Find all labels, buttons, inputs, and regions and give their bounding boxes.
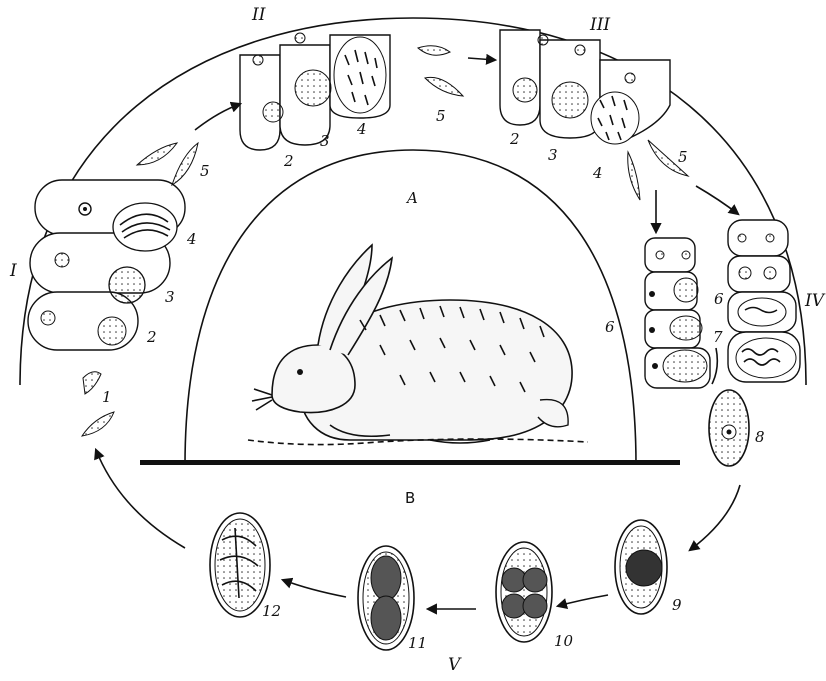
rabbit-icon xyxy=(248,245,588,445)
ground-line xyxy=(140,460,680,465)
label-B: B xyxy=(405,489,415,507)
arrow-9-to-10 xyxy=(558,595,608,606)
merozoite-s1-b xyxy=(172,143,198,185)
arrow-II-to-III xyxy=(468,58,495,60)
merozoite-II-b xyxy=(425,77,463,96)
num-6-IV: 6 xyxy=(714,290,724,308)
stage-II-label: II xyxy=(251,5,266,25)
stage-I-label: I xyxy=(9,261,17,281)
num-1: 1 xyxy=(102,388,112,406)
sporozoite-1b xyxy=(82,412,114,436)
stage-V-label: V xyxy=(448,655,462,675)
arrow-11-to-12 xyxy=(283,580,346,597)
num-2-III: 2 xyxy=(509,130,520,148)
num-5-I: 5 xyxy=(200,162,210,180)
num-4-II: 4 xyxy=(356,120,367,138)
num-7-IV: 7 xyxy=(713,328,723,346)
num-3-III: 3 xyxy=(548,146,558,164)
num-2-II: 2 xyxy=(283,152,294,170)
stage-II-cells xyxy=(240,33,390,150)
stage-IV-cells-right xyxy=(712,220,800,384)
num-3-I: 3 xyxy=(165,288,175,306)
stage-IV-label: IV xyxy=(804,291,826,311)
merozoite-s1-a xyxy=(137,143,177,165)
arrow-I-to-II xyxy=(195,104,240,130)
arrow-8-to-9 xyxy=(690,485,740,550)
num-6b-IV: 6 xyxy=(605,318,615,336)
label-A: A xyxy=(405,189,418,207)
num-9: 9 xyxy=(672,596,682,614)
num-11: 11 xyxy=(408,634,427,652)
num-5-II: 5 xyxy=(436,107,446,125)
sporozoite-1a xyxy=(83,372,101,394)
num-2-I: 2 xyxy=(146,328,157,346)
num-4-III: 4 xyxy=(592,164,603,182)
merozoite-II-a xyxy=(418,46,450,55)
num-5-III: 5 xyxy=(678,148,688,166)
stage-IV-cells-left xyxy=(645,238,710,388)
stage-I-cells xyxy=(28,180,185,350)
arrow-III-to-IV-b xyxy=(696,186,738,214)
num-8: 8 xyxy=(755,428,765,446)
num-4-I: 4 xyxy=(186,230,197,248)
num-3-II: 3 xyxy=(320,132,330,150)
stage-III-label: III xyxy=(589,15,610,35)
num-12: 12 xyxy=(262,602,281,620)
num-10: 10 xyxy=(554,632,574,650)
